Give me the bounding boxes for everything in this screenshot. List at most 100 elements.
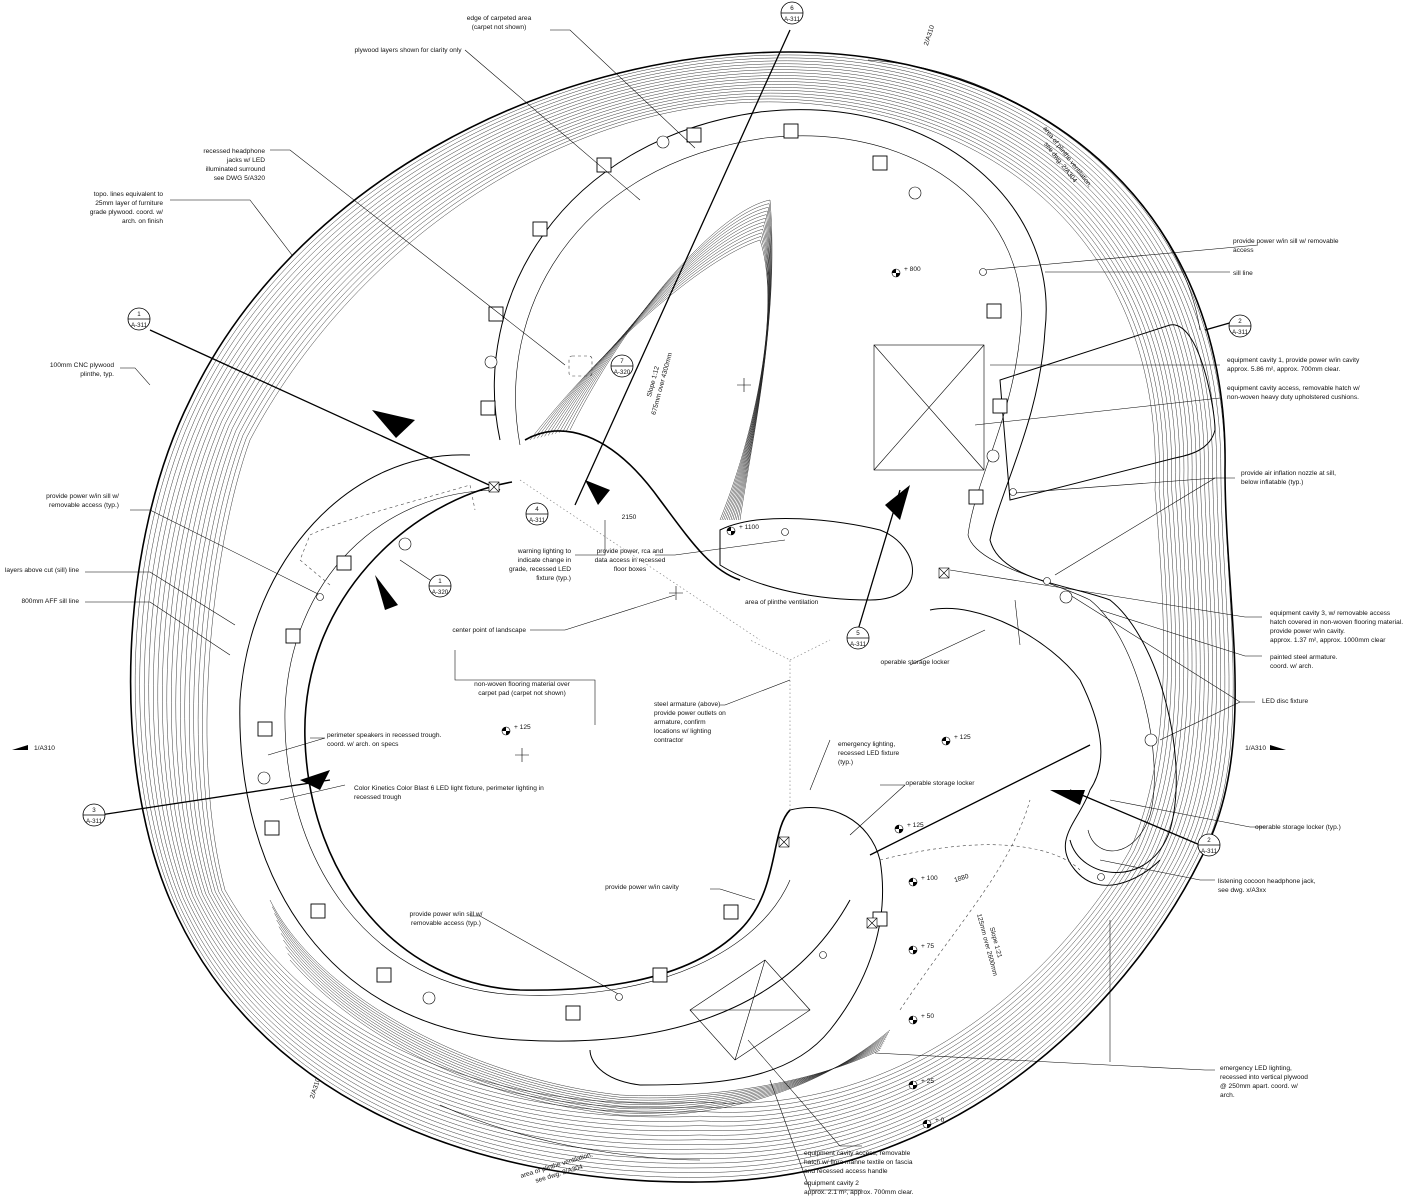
annotation-topo-lines: topo. lines equivalent to 25mm layer of f…	[90, 191, 164, 225]
section-sheet: A-320	[432, 589, 449, 596]
annotation-line: grade plywood. coord. w/	[90, 209, 163, 216]
section-arrow-3	[300, 770, 330, 790]
elevation-marker-25: + 25	[908, 1078, 934, 1090]
left-ring-inner	[284, 489, 791, 996]
central-island-edge	[719, 518, 913, 601]
annotation-line: coord. w/ arch.	[1270, 663, 1313, 670]
annotation-line: approx. 2.1 m², approx. 700mm clear.	[804, 1189, 914, 1196]
lower-contour	[287, 953, 890, 1114]
annotation-armature: steel armature (above)provide power outl…	[654, 701, 726, 744]
center-point-cross-icon	[669, 586, 683, 600]
annotation-line: locations w/ lighting	[654, 728, 712, 735]
elevation-markers: + 800+ 1100+ 125+ 125+ 125+ 100+ 75+ 50+…	[501, 266, 971, 1129]
left-ring-outer	[239, 454, 851, 1042]
annotation-cocoon: listening cocoon headphone jack,see dwg.…	[1218, 878, 1316, 894]
annotation-line: equipment cavity access, removable	[804, 1150, 911, 1157]
recessed-fixture-square	[992, 398, 1008, 414]
elevation-target-fill	[909, 878, 917, 886]
annotation-line: coord. w/ arch. on specs	[327, 741, 399, 748]
elevation-label: + 125	[514, 724, 531, 731]
led-disc-fixture-icon	[656, 135, 670, 149]
annotation-line: indicate change in	[518, 557, 571, 564]
annotation-power-sill-bottom: provide power w/in sill w/removable acce…	[410, 911, 483, 927]
section-marker-1-a311: 1A-311	[127, 307, 151, 331]
section-cut-5	[857, 489, 901, 631]
lower-contour	[289, 959, 891, 1116]
annotation-line: provide power w/in sill w/	[46, 493, 119, 500]
section-marker-7-a320: 7A-320	[610, 354, 634, 378]
annotation-color-kinetics: Color Kinetics Color Blast 6 LED light f…	[354, 785, 544, 801]
lower-contour	[283, 939, 887, 1110]
annotation-line: provide power, rca and	[597, 548, 664, 555]
left-ring-trough	[304, 430, 791, 991]
armature-branch-lines	[519, 479, 831, 810]
section-sheet: A-311	[850, 641, 867, 648]
lower-lobe-edge	[589, 806, 883, 1086]
recessed-fixture-square	[310, 903, 326, 919]
elevation-marker-125-ramp: + 125	[894, 822, 924, 834]
elevation-label: + 50	[921, 1013, 934, 1020]
power-point-icon	[979, 268, 987, 276]
rotated-label-2a310-top: 2/A310	[923, 24, 936, 46]
elevation-target-fill	[502, 727, 510, 735]
led-disc-fixture-icon	[908, 186, 922, 200]
annotation-air-nozzle: provide air inflation nozzle at sill,bel…	[1241, 470, 1336, 486]
section-number: 2	[1238, 318, 1242, 325]
upper-bowl-inner-edge	[515, 135, 1155, 852]
section-cut-6	[574, 29, 791, 506]
equipment-cavity-2	[689, 959, 811, 1061]
annotation-line: (carpet not shown)	[472, 24, 527, 31]
topo-line	[184, 87, 1185, 1127]
topo-line	[143, 60, 1221, 1169]
floor-box-cross	[778, 836, 790, 848]
annotation-emergency-led: emergency LED lighting,recessed into ver…	[1220, 1065, 1308, 1099]
annotation-line: topo. lines equivalent to	[94, 191, 164, 198]
annotation-line: below inflatable (typ.)	[1241, 479, 1303, 486]
annotation-line: equipment cavity access, removable hatch…	[1227, 385, 1360, 392]
annotation-line: steel armature (above)	[654, 701, 720, 708]
annotation-locker-1: operable storage locker	[881, 659, 951, 666]
lower-contour	[276, 919, 884, 1103]
headphone-jack-surround	[568, 355, 593, 377]
elevation-target-fill	[942, 737, 950, 745]
elevation-target-fill	[909, 946, 917, 954]
elevation-target-fill	[923, 1120, 931, 1128]
recessed-fixture-square	[488, 306, 504, 322]
elevation-marker-125-left: + 125	[501, 724, 531, 736]
annotation-locker-2: operable storage locker	[906, 780, 976, 787]
annotation-line: @ 250mm apart. coord. w/	[1220, 1083, 1298, 1090]
recessed-fixture-square	[986, 303, 1002, 319]
annotation-painted-steel: painted steel armature.coord. w/ arch.	[1270, 654, 1338, 670]
recessed-fixture-square	[565, 1005, 581, 1021]
annotation-line: operable storage locker (typ.)	[1255, 824, 1341, 831]
elevation-label: + 800	[904, 266, 921, 273]
annotation-line: sill line	[1233, 270, 1253, 277]
lower-contour	[274, 913, 883, 1101]
annotation-line: provide power w/in cavity.	[1270, 628, 1345, 635]
led-disc-fixture-icon	[257, 771, 271, 785]
elevation-target-fill	[909, 1081, 917, 1089]
annotation-line: 25mm layer of furniture	[95, 200, 163, 207]
annotation-line: data access in recessed	[595, 557, 666, 564]
annotation-line: arch. on finish	[122, 218, 163, 225]
annotation-line: recessed into vertical plywood	[1220, 1074, 1308, 1081]
annotation-line: non-woven heavy duty upholstered cushion…	[1227, 394, 1359, 401]
rotated-label-line: 2/A310	[923, 24, 936, 46]
lower-contour	[285, 946, 888, 1112]
annotation-line: recessed LED fixture	[838, 750, 900, 757]
elevation-marker-125-right: + 125	[941, 734, 971, 746]
power-point-icon	[316, 593, 324, 601]
elevation-marker-100: + 100	[908, 875, 938, 887]
led-disc-fixture-icon	[1059, 590, 1073, 604]
equipment-cavity-1-x	[873, 344, 985, 471]
section-number: 1	[438, 578, 442, 585]
recessed-fixture-square	[257, 721, 273, 737]
floor-box-cross	[488, 481, 500, 493]
topo-line	[206, 101, 1164, 1104]
section-marker-1-a320: 1A-320	[428, 574, 452, 598]
section-cut-3	[99, 779, 331, 816]
